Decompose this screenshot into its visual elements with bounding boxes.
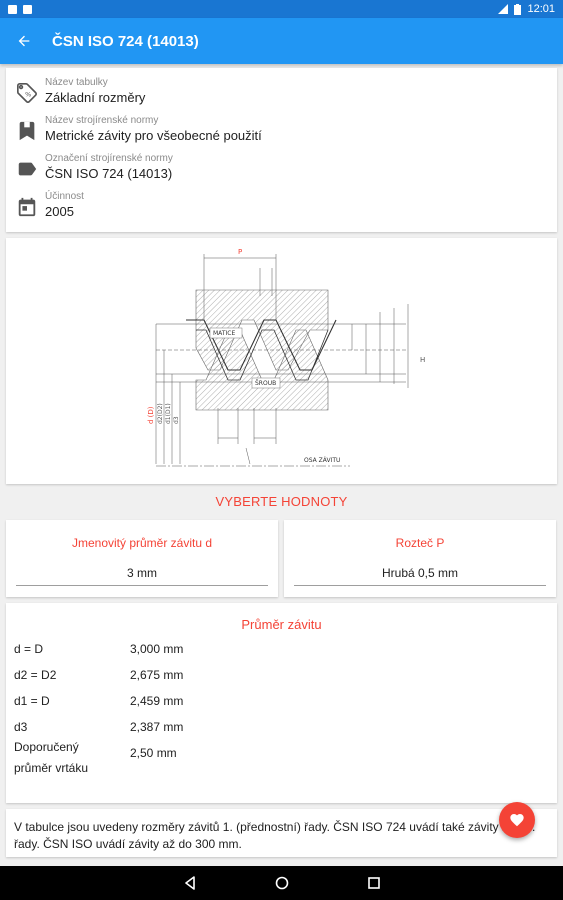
matice-label: MATICE — [213, 330, 235, 337]
nav-recents-button[interactable] — [363, 872, 385, 894]
status-right: 12:01 — [498, 3, 555, 15]
circle-home-icon — [275, 876, 288, 890]
result-value: 2,459 mm — [130, 694, 184, 708]
nav-back-button[interactable] — [179, 872, 201, 894]
info-row-norm-code: Označení strojírenské normy ČSN ISO 724 … — [16, 152, 547, 190]
info-row-norm-name: Název strojírenské normy Metrické závity… — [16, 114, 547, 152]
pitch-label: Rozteč P — [395, 536, 445, 550]
d2-label: d2(D2) — [157, 403, 164, 424]
triangle-back-icon — [184, 876, 195, 890]
result-key: d1 = D — [14, 694, 50, 708]
thread-diagram-card: P d (D) d2(D2) d1(D1) d3 H MATICE ŠROUB — [6, 238, 557, 484]
p-label: P — [238, 248, 242, 256]
info-text: Název strojírenské normy Metrické závity… — [45, 114, 262, 145]
pitch-selector-card: Rozteč P Hrubá 0,5 mm — [284, 520, 556, 597]
d1-label: d1(D1) — [165, 403, 172, 424]
nav-home-button[interactable] — [271, 872, 293, 894]
notification-icon — [8, 4, 17, 14]
result-value: 3,000 mm — [130, 642, 184, 656]
table-name-value: Základní rozměry — [45, 90, 146, 105]
status-left — [8, 4, 32, 14]
result-value: 2,50 mm — [130, 746, 177, 760]
sroub-label: ŠROUB — [255, 380, 276, 387]
norm-info-card: % Název tabulky Základní rozměry Název s… — [6, 68, 557, 232]
status-bar: 12:01 — [0, 0, 563, 18]
result-key: d3 — [14, 720, 28, 734]
norm-code-value: ČSN ISO 724 (14013) — [45, 166, 173, 181]
thread-profile-line — [196, 329, 329, 381]
table-name-label: Název tabulky — [45, 77, 108, 88]
info-text: Označení strojírenské normy ČSN ISO 724 … — [45, 152, 173, 183]
axis-label: OSA ZÁVITU — [304, 457, 340, 464]
signal-icon — [498, 4, 509, 14]
diameter-label: Jmenovitý průměr závitu d — [71, 536, 213, 550]
dimension-line — [245, 447, 251, 465]
info-row-validity: Účinnost 2005 — [16, 190, 547, 228]
info-text: Účinnost 2005 — [45, 190, 84, 221]
norm-code-label: Označení strojírenské normy — [45, 153, 173, 164]
pitch-select[interactable]: Hrubá 0,5 mm — [294, 566, 546, 586]
favorite-button[interactable] — [499, 802, 535, 838]
bookmark-icon — [19, 121, 35, 141]
result-key: d2 = D2 — [14, 668, 57, 682]
result-value: 2,675 mm — [130, 668, 184, 682]
notification-icon — [23, 4, 32, 14]
calendar-icon — [18, 197, 36, 217]
norm-name-label: Název strojírenské normy — [45, 115, 159, 126]
app-bar: ČSN ISO 724 (14013) — [0, 18, 563, 64]
info-text: Název tabulky Základní rozměry — [45, 76, 145, 107]
info-row-table-name: % Název tabulky Základní rozměry — [16, 76, 547, 114]
tag-icon: % — [17, 83, 37, 103]
select-values-title: VYBERTE HODNOTY — [215, 494, 348, 509]
status-time: 12:01 — [527, 3, 555, 15]
result-key: Doporučený průměr vrtáku — [14, 740, 89, 775]
validity-value: 2005 — [45, 204, 74, 219]
back-button[interactable] — [4, 21, 44, 61]
matice-box — [209, 327, 243, 339]
sroub-box — [251, 377, 281, 389]
d3-label: d3 — [173, 416, 180, 424]
validity-label: Účinnost — [45, 191, 84, 202]
battery-icon — [514, 3, 522, 15]
page-title: ČSN ISO 724 (14013) — [52, 32, 199, 50]
note-card: V tabulce jsou uvedeny rozměry závitů 1.… — [6, 809, 557, 857]
label-icon — [18, 162, 37, 176]
results-title: Průměr závitu — [241, 617, 322, 632]
d-label: d (D) — [147, 406, 155, 424]
system-nav-bar — [0, 866, 563, 900]
heart-icon — [510, 814, 524, 827]
svg-text:%: % — [25, 91, 31, 99]
result-value: 2,387 mm — [130, 720, 184, 734]
diameter-select[interactable]: 3 mm — [16, 566, 268, 586]
thread-profile-diagram: P d (D) d2(D2) d1(D1) d3 H MATICE ŠROUB — [147, 248, 425, 467]
h-label: H — [420, 356, 425, 364]
arrow-back-icon — [18, 35, 30, 47]
norm-name-value: Metrické závity pro všeobecné použití — [45, 128, 262, 143]
result-key: d = D — [14, 642, 44, 656]
note-text: V tabulce jsou uvedeny rozměry závitů 1.… — [14, 820, 536, 851]
square-recents-icon — [367, 877, 380, 889]
diameter-selector-card: Jmenovitý průměr závitu d 3 mm — [6, 520, 278, 597]
thread-diameter-results-card: Průměr závitu d = D 3,000 mm d2 = D2 2,6… — [6, 603, 557, 803]
